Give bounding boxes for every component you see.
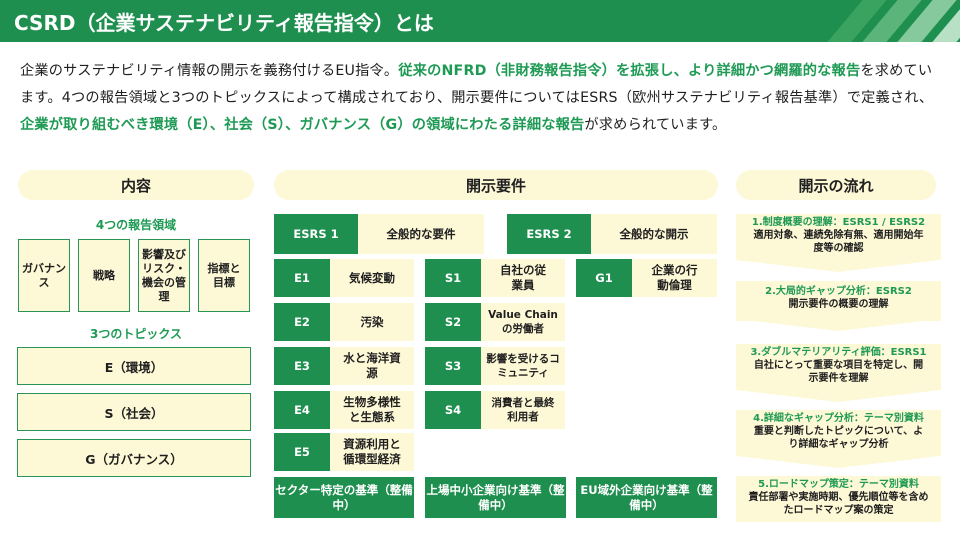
flow-step-4: 4.詳細なギャップ分析：テーマ別資料 重要と判断したトピックについて、より詳細な… bbox=[736, 410, 941, 468]
flow-step-title: 2.大局的ギャップ分析：ESRS2 bbox=[765, 286, 912, 297]
flow-step-body: 開示要件の概要の理解 bbox=[788, 299, 889, 310]
flow-arrow-icon bbox=[736, 319, 940, 331]
flow-step-body: 重要と判断したトピックについて、より詳細なギャップ分析 bbox=[753, 426, 924, 450]
esrs1-label: 全般的な要件 bbox=[358, 214, 484, 254]
domain-impact-risk: 影響及びリスク・機会の管理 bbox=[138, 239, 190, 312]
e2-code: E2 bbox=[274, 303, 330, 341]
flow-arrow-icon bbox=[736, 260, 940, 272]
topics-title: 3つのトピックス bbox=[90, 327, 182, 341]
s3-label: 影響を受けるコミュニティ bbox=[481, 347, 565, 385]
topic-social: S（社会） bbox=[17, 393, 251, 431]
sector-standard: セクター特定の基準（整備中） bbox=[274, 477, 414, 518]
e3-label: 水と海洋資源 bbox=[330, 347, 414, 385]
sme-standard: 上場中小企業向け基準（整備中） bbox=[425, 477, 566, 518]
e5-code: E5 bbox=[274, 433, 330, 471]
flow-step-box: 4.詳細なギャップ分析：テーマ別資料 重要と判断したトピックについて、より詳細な… bbox=[736, 410, 941, 456]
flow-arrow-icon bbox=[736, 456, 940, 468]
page-title: CSRD（企業サステナビリティ報告指令）とは bbox=[14, 11, 434, 35]
topic-environment: E（環境） bbox=[17, 347, 251, 385]
esrs2-label: 全般的な開示 bbox=[591, 214, 717, 254]
s3-code: S3 bbox=[425, 347, 481, 385]
domains-title: 4つの報告領域 bbox=[95, 218, 177, 232]
intro-text-1: 企業のサステナビリティ情報の開示を義務付けるEU指令。 bbox=[20, 63, 399, 79]
e4-code: E4 bbox=[274, 391, 330, 429]
e1-code: E1 bbox=[274, 259, 330, 297]
flow-step-box: 2.大局的ギャップ分析：ESRS2 開示要件の概要の理解 bbox=[736, 281, 941, 321]
g1-code: G1 bbox=[576, 259, 632, 297]
esrs2-code: ESRS 2 bbox=[507, 214, 591, 254]
domain-governance: ガバナンス bbox=[18, 239, 70, 312]
s4-label: 消費者と最終利用者 bbox=[481, 391, 565, 429]
flow-step-box: 5.ロードマップ策定：テーマ別資料 責任部署や実施時期、優先順位等を含めたロード… bbox=[736, 476, 941, 522]
flow-step-5: 5.ロードマップ策定：テーマ別資料 責任部署や実施時期、優先順位等を含めたロード… bbox=[736, 476, 941, 524]
section-heading-flow: 開示の流れ bbox=[736, 170, 936, 200]
flow-step-3: 3.ダブルマテリアリティ評価：ESRS1 自社にとって重要な項目を特定し、開示要… bbox=[736, 344, 941, 402]
section-heading-content: 内容 bbox=[18, 170, 254, 200]
flow-step-body: 責任部署や実施時期、優先順位等を含めたロードマップ案の策定 bbox=[748, 492, 929, 516]
intro-highlight-1: 従来のNFRD（非財務報告指令）を拡張し、より詳細かつ網羅的な報告 bbox=[398, 63, 861, 79]
s1-code: S1 bbox=[425, 259, 481, 297]
flow-step-title: 3.ダブルマテリアリティ評価：ESRS1 bbox=[750, 347, 927, 358]
domain-metrics: 指標と目標 bbox=[198, 239, 250, 312]
flow-step-box: 1.制度概要の理解：ESRS1 / ESRS2 適用対象、連続免除有無、適用開始… bbox=[736, 214, 941, 260]
topic-governance: G（ガバナンス） bbox=[17, 439, 251, 477]
domain-strategy: 戦略 bbox=[78, 239, 130, 312]
flow-arrow-icon bbox=[736, 390, 940, 402]
flow-step-1: 1.制度概要の理解：ESRS1 / ESRS2 適用対象、連続免除有無、適用開始… bbox=[736, 214, 941, 272]
e2-label: 汚染 bbox=[330, 303, 414, 341]
s4-code: S4 bbox=[425, 391, 481, 429]
e5-label: 資源利用と循環型経済 bbox=[330, 433, 414, 471]
s1-label: 自社の従業員 bbox=[481, 259, 565, 297]
intro-text-2: を求めています。4つの報告領域と3つのトピックスによって構成されており、開示要件… bbox=[20, 63, 934, 106]
intro-highlight-2: 企業が取り組むべき環境（E）、社会（S）、ガバナンス（G）の領域にわたる詳細な報… bbox=[20, 117, 585, 133]
flow-step-body: 自社にとって重要な項目を特定し、開示要件を理解 bbox=[753, 360, 924, 384]
title-bar bbox=[0, 0, 960, 42]
section-heading-requirements: 開示要件 bbox=[274, 170, 718, 200]
non-eu-standard: EU域外企業向け基準（整備中） bbox=[576, 477, 717, 518]
intro-text-3: が求められています。 bbox=[584, 117, 727, 133]
flow-step-title: 4.詳細なギャップ分析：テーマ別資料 bbox=[753, 413, 924, 424]
s2-label: Value Chainの労働者 bbox=[481, 303, 565, 341]
flow-step-2: 2.大局的ギャップ分析：ESRS2 開示要件の概要の理解 bbox=[736, 281, 941, 331]
e4-label: 生物多様性と生態系 bbox=[330, 391, 414, 429]
flow-step-title: 5.ロードマップ策定：テーマ別資料 bbox=[758, 479, 919, 490]
s2-code: S2 bbox=[425, 303, 481, 341]
flow-step-body: 適用対象、連続免除有無、適用開始年度等の確認 bbox=[753, 230, 924, 254]
e1-label: 気候変動 bbox=[330, 259, 414, 297]
flow-step-title: 1.制度概要の理解：ESRS1 / ESRS2 bbox=[751, 217, 926, 228]
e3-code: E3 bbox=[274, 347, 330, 385]
intro-paragraph: 企業のサステナビリティ情報の開示を義務付けるEU指令。従来のNFRD（非財務報告… bbox=[20, 58, 940, 139]
flow-step-box: 3.ダブルマテリアリティ評価：ESRS1 自社にとって重要な項目を特定し、開示要… bbox=[736, 344, 941, 390]
g1-label: 企業の行動倫理 bbox=[632, 259, 717, 297]
esrs1-code: ESRS 1 bbox=[274, 214, 358, 254]
